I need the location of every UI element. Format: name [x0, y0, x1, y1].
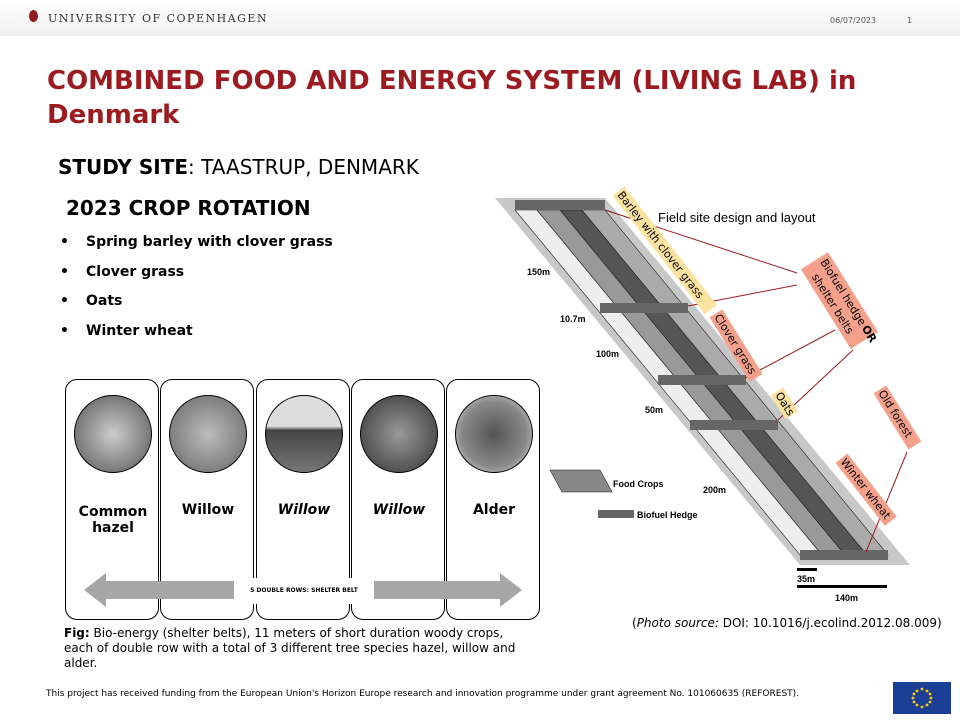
hazel-photo [74, 395, 152, 473]
field-layout-diagram: Field site design and layout 150m 10.7m … [495, 186, 922, 603]
tree-label: Common hazel [78, 504, 148, 536]
dim-label: 100m [596, 349, 619, 359]
legend-food-crops-swatch [549, 469, 613, 493]
photo-source: (Photo source: DOI: 10.1016/j.ecolind.20… [632, 616, 942, 630]
tree-label: Willow [181, 502, 235, 518]
dim-label: 35m [797, 574, 815, 584]
shelter-belt-label: 5 DOUBLE ROWS: SHELTER BELT [234, 578, 374, 604]
page-number: 1 [907, 16, 913, 25]
dim-label: 140m [835, 593, 858, 603]
label-old-forest: Old forest [875, 388, 915, 441]
willow-photo [360, 395, 438, 473]
funding-footer: This project has received funding from t… [46, 689, 800, 699]
study-site-value: : TAASTRUP, DENMARK [188, 155, 419, 179]
tree-label: Alder [472, 502, 516, 518]
header-bar: UNIVERSITY OF COPENHAGEN 06/07/2023 1 [0, 0, 960, 36]
legend-food-crops: Food Crops [613, 479, 664, 489]
crop-list: Spring barley with clover grass Clover g… [60, 234, 333, 352]
tree-label: Willow [372, 502, 426, 518]
willow-photo [265, 395, 343, 473]
dim-label: 50m [645, 405, 663, 415]
legend-hedge-swatch [598, 510, 634, 518]
legend-biofuel-hedge: Biofuel Hedge [637, 510, 698, 520]
slide-date: 06/07/2023 [830, 16, 877, 25]
tree-label: Willow [277, 502, 331, 518]
eu-flag-icon [893, 682, 951, 714]
rotation-heading: 2023 CROP ROTATION [66, 196, 311, 220]
biofuel-hedge-rows [515, 200, 888, 560]
dim-label: 200m [703, 485, 726, 495]
university-logo-icon [29, 10, 38, 22]
caption-prefix: Fig: [64, 626, 90, 640]
study-site-heading: STUDY SITE: TAASTRUP, DENMARK [58, 155, 419, 179]
list-item: Spring barley with clover grass [60, 234, 333, 264]
university-name: UNIVERSITY OF COPENHAGEN [48, 12, 269, 25]
figure-caption: Fig: Bio-energy (shelter belts), 11 mete… [64, 626, 534, 671]
alder-photo [455, 395, 533, 473]
dim-label: 150m [527, 267, 550, 277]
diagram-title: Field site design and layout [658, 210, 816, 225]
caption-text: Bio-energy (shelter belts), 11 meters of… [64, 626, 516, 670]
willow-photo [169, 395, 247, 473]
study-site-label: STUDY SITE [58, 155, 189, 179]
list-item: Winter wheat [60, 323, 333, 353]
list-item: Clover grass [60, 264, 333, 294]
list-item: Oats [60, 293, 333, 323]
tree-card-alder: Alder [446, 379, 540, 620]
slide-title: COMBINED FOOD AND ENERGY SYSTEM (LIVING … [47, 66, 857, 130]
tree-card-hazel: Common hazel [65, 379, 159, 620]
dim-label: 10.7m [560, 314, 586, 324]
